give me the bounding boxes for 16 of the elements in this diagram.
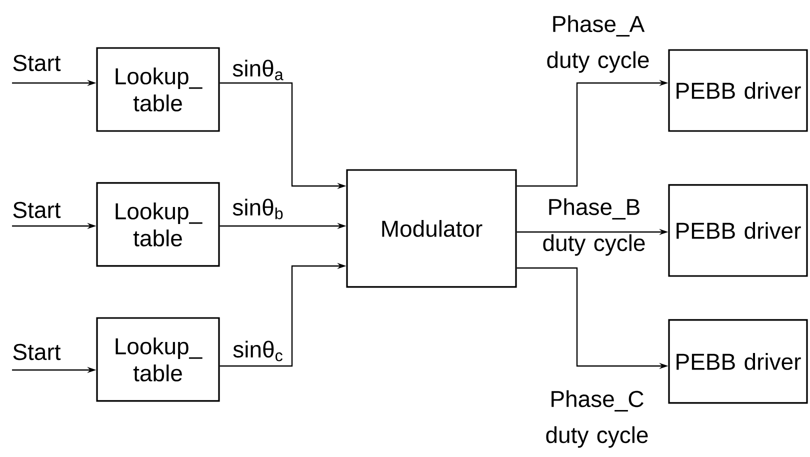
block-box: Lookup_ table [96,182,220,267]
start-label: Start [13,344,61,360]
edge-label: sinθ$_{a}$ [232,60,284,80]
block-box: Lookup_ table [96,317,220,402]
edge-label: Phase_C duty cycle [546,390,648,448]
block-box: Lookup_ table [96,47,220,132]
start-label: Start [13,54,61,72]
block-box: PEBB driver [668,184,808,277]
edge-label: sinθ$_{b}$ [232,198,283,220]
block-box: PEBB driver [668,319,808,404]
edge-label: Phase_B duty cycle [543,198,645,256]
edge-label: Phase_A duty cycle [547,15,649,73]
block-box: Modulator [346,169,517,288]
block-box: PEBB driver [668,49,808,132]
start-label: Start [13,202,61,218]
edge-label: sinθ$_{c}$ [233,340,282,362]
